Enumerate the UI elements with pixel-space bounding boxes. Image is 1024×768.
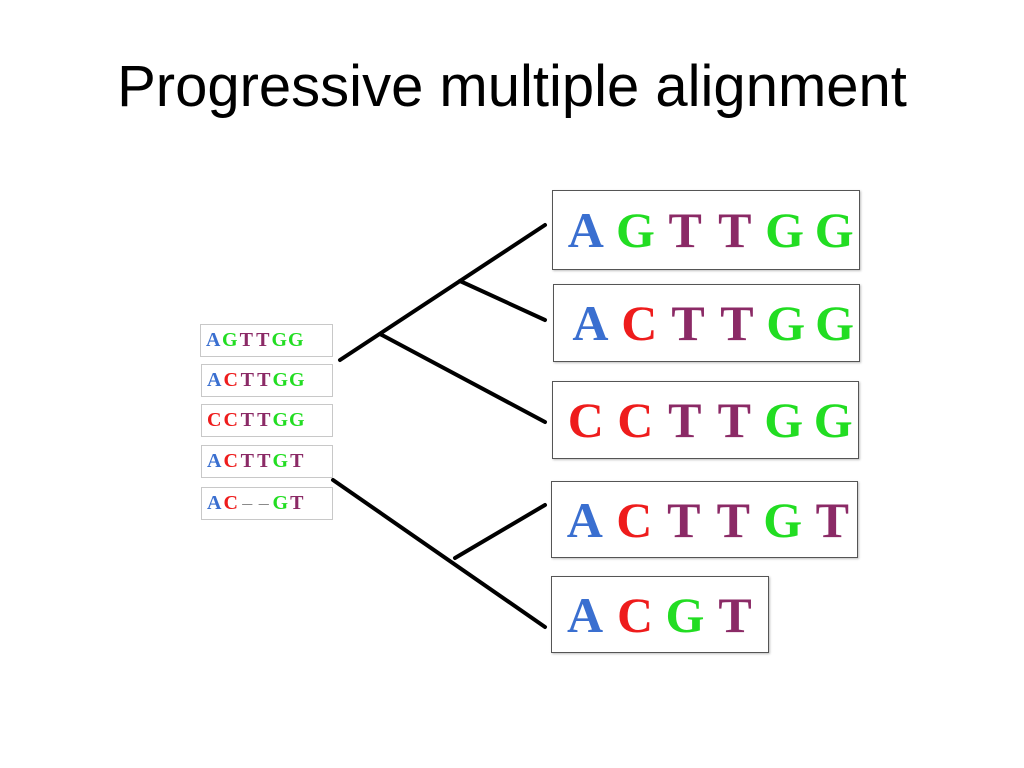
residue-t: T bbox=[718, 202, 752, 258]
residue-c: C bbox=[621, 295, 658, 351]
residue-t: T bbox=[290, 492, 304, 514]
residue-g: G bbox=[287, 329, 304, 351]
residue-g: G bbox=[815, 295, 854, 351]
residue-c: C bbox=[223, 369, 238, 391]
residue-g: G bbox=[288, 409, 305, 431]
residue-t: T bbox=[671, 295, 705, 351]
residue-g: G bbox=[271, 329, 288, 351]
residue-a: A bbox=[207, 450, 222, 472]
residue-t: T bbox=[718, 586, 752, 643]
tree-branch bbox=[453, 503, 547, 560]
residue-t: T bbox=[257, 409, 271, 431]
residue-g: G bbox=[766, 295, 806, 351]
residue-g: G bbox=[764, 392, 804, 448]
residue-t: T bbox=[720, 295, 754, 351]
residue-c: C bbox=[223, 450, 238, 472]
residue-c: C bbox=[616, 491, 653, 548]
residue-t: T bbox=[240, 369, 254, 391]
residue-t: T bbox=[257, 369, 271, 391]
tree-branch bbox=[378, 332, 547, 424]
gap-symbol: – bbox=[242, 492, 253, 514]
residue-g: G bbox=[272, 409, 289, 431]
residue-g: G bbox=[813, 392, 853, 448]
residue-g: G bbox=[763, 491, 803, 548]
residue-g: G bbox=[272, 450, 289, 472]
residue-c: C bbox=[617, 392, 654, 448]
slide-title: Progressive multiple alignment bbox=[117, 54, 907, 119]
residue-t: T bbox=[257, 450, 271, 472]
residue-c: C bbox=[207, 409, 222, 431]
residue-g: G bbox=[814, 202, 854, 258]
residue-c: C bbox=[616, 586, 654, 643]
residue-a: A bbox=[207, 492, 222, 514]
residue-g: G bbox=[221, 329, 238, 351]
residue-t: T bbox=[668, 202, 702, 258]
gap-symbol: – bbox=[258, 492, 269, 514]
residue-t: T bbox=[239, 329, 253, 351]
tree-branch bbox=[458, 279, 547, 322]
residue-a: A bbox=[572, 295, 609, 351]
residue-t: T bbox=[717, 392, 751, 448]
tree-branch bbox=[331, 478, 547, 629]
residue-t: T bbox=[668, 392, 702, 448]
residue-g: G bbox=[272, 492, 289, 514]
tree-branch bbox=[338, 223, 547, 362]
residue-t: T bbox=[290, 450, 304, 472]
residue-t: T bbox=[716, 491, 750, 548]
residue-a: A bbox=[207, 369, 222, 391]
residue-g: G bbox=[616, 202, 655, 258]
residue-t: T bbox=[240, 409, 254, 431]
residue-t: T bbox=[667, 491, 701, 548]
residue-t: T bbox=[256, 329, 270, 351]
residue-a: A bbox=[567, 202, 604, 258]
residue-c: C bbox=[223, 409, 238, 431]
residue-g: G bbox=[288, 369, 305, 391]
residue-t: T bbox=[240, 450, 254, 472]
residue-c: C bbox=[567, 392, 604, 448]
residue-g: G bbox=[665, 586, 705, 643]
residue-c: C bbox=[223, 492, 238, 514]
residue-a: A bbox=[566, 491, 603, 548]
residue-a: A bbox=[566, 586, 604, 643]
residue-g: G bbox=[272, 369, 289, 391]
residue-a: A bbox=[206, 329, 221, 351]
residue-t: T bbox=[815, 491, 849, 548]
residue-g: G bbox=[765, 202, 804, 258]
